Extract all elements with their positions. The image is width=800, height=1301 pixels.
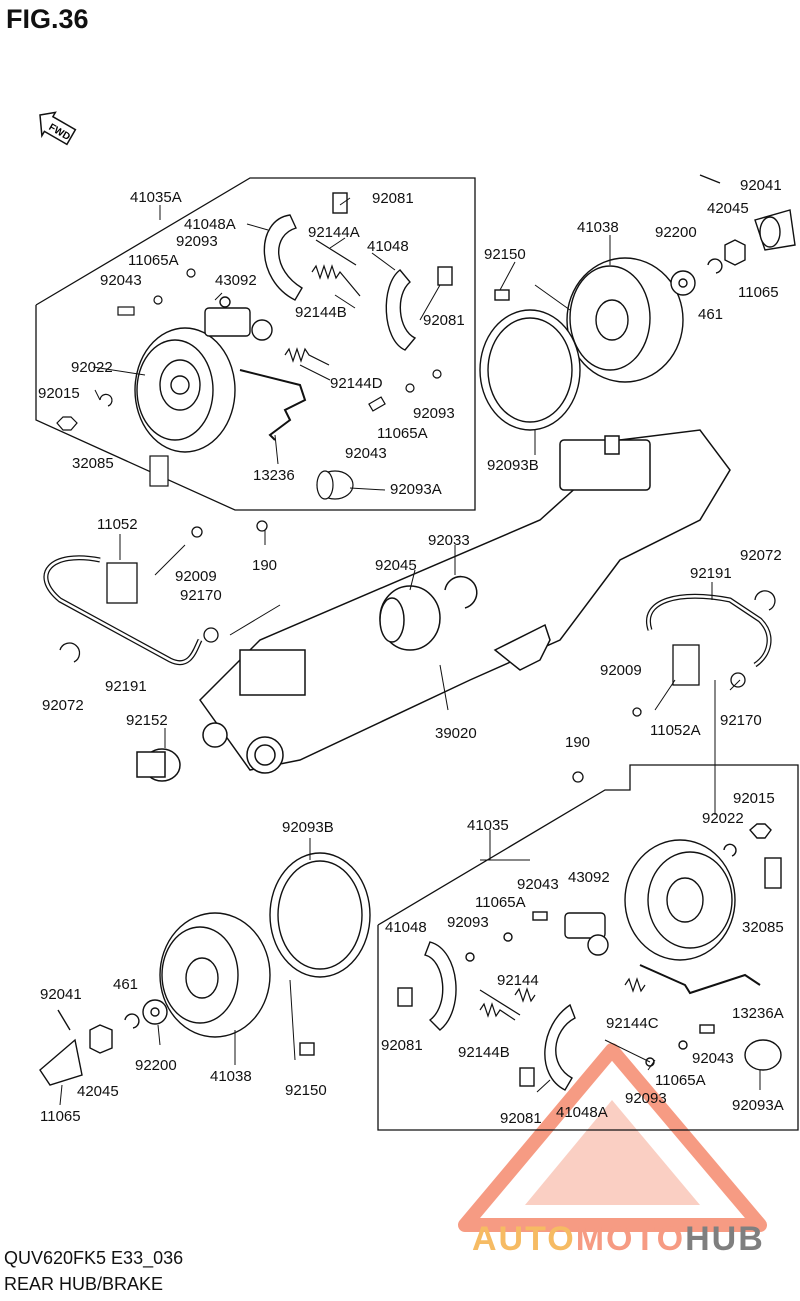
- label-32085-bot: 32085: [742, 919, 784, 936]
- label-11052: 11052: [97, 516, 138, 533]
- label-92150-top: 92150: [484, 246, 526, 263]
- label-92045: 92045: [375, 557, 417, 574]
- label-92043-bot2: 92043: [692, 1050, 734, 1067]
- label-92191-right: 92191: [690, 565, 732, 582]
- watermark-text-auto: AUTO: [472, 1220, 576, 1258]
- label-92150-bot: 92150: [285, 1082, 327, 1099]
- label-92081-bot1: 92081: [381, 1037, 423, 1054]
- lever-13236: [239, 369, 307, 441]
- label-41038-bot: 41038: [210, 1068, 252, 1085]
- label-13236: 13236: [253, 467, 295, 484]
- label-92093-top2: 92093: [413, 405, 455, 422]
- label-92093b-top: 92093B: [487, 457, 539, 474]
- label-92200-top: 92200: [655, 224, 697, 241]
- label-92041-top: 92041: [740, 177, 782, 194]
- label-92072-right: 92072: [740, 547, 782, 564]
- springs-right: [479, 964, 761, 1021]
- label-11065a-top2: 11065A: [377, 425, 428, 442]
- label-92170-right: 92170: [720, 712, 762, 729]
- label-92093a-bot: 92093A: [732, 1097, 784, 1114]
- label-92144d: 92144D: [330, 375, 383, 392]
- label-41035: 41035: [467, 817, 509, 834]
- label-32085-top: 32085: [72, 455, 114, 472]
- figure-title: FIG.36: [6, 4, 89, 34]
- label-92041-bot: 92041: [40, 986, 82, 1003]
- label-41048a-bot: 41048A: [556, 1104, 608, 1121]
- label-92191-left: 92191: [105, 678, 147, 695]
- label-11065-top: 11065: [738, 284, 779, 301]
- label-92144b-top: 92144B: [295, 304, 347, 321]
- label-92144c: 92144C: [606, 1015, 659, 1032]
- watermark-text-hub: HUB: [685, 1220, 765, 1258]
- brake-shoes-left: [263, 192, 453, 351]
- label-42045-top: 42045: [707, 200, 749, 217]
- label-11065a-bot2: 11065A: [655, 1072, 706, 1089]
- label-92144: 92144: [497, 972, 539, 989]
- watermark: AUTOMOTOHUB: [458, 1043, 767, 1258]
- model-code: QUV620FK5 E33_036: [4, 1248, 184, 1268]
- label-92015-bot: 92015: [733, 790, 775, 807]
- label-41048-top: 41048: [367, 238, 409, 255]
- brake-drum-right: [479, 174, 796, 431]
- section-name: REAR HUB/BRAKE: [4, 1274, 164, 1294]
- label-190-top: 190: [252, 557, 277, 574]
- watermark-triangle-icon: [458, 1043, 767, 1232]
- label-11065-bot: 11065: [40, 1108, 81, 1125]
- label-92152: 92152: [126, 712, 168, 729]
- label-92081-top1: 92081: [372, 190, 414, 207]
- label-461-top: 461: [698, 306, 723, 323]
- label-92022-bot: 92022: [702, 810, 744, 827]
- part-labels: 41035A 41048A 92093 11065A 92043 43092 9…: [38, 177, 784, 1127]
- axle-housing-39020: [136, 429, 731, 782]
- label-92144a: 92144A: [308, 224, 360, 241]
- small-parts-left: [56, 268, 442, 500]
- label-92200-bot: 92200: [135, 1057, 177, 1074]
- assembly-frame-41035a: [35, 177, 476, 511]
- springs-left: [284, 239, 361, 366]
- label-42045-bot: 42045: [77, 1083, 119, 1100]
- label-92009-left: 92009: [175, 568, 217, 585]
- label-92009-right: 92009: [600, 662, 642, 679]
- brake-panel-right: [397, 823, 782, 1091]
- arrow-left-icon: [39, 111, 77, 146]
- label-43092-top: 43092: [215, 272, 257, 289]
- label-11065a-top: 11065A: [128, 252, 179, 269]
- label-92081-top2: 92081: [423, 312, 465, 329]
- brake-panel-left: [134, 296, 273, 453]
- label-11065a-bot: 11065A: [475, 894, 526, 911]
- label-92093a-top: 92093A: [390, 481, 442, 498]
- fwd-direction-marker: FWD: [39, 111, 77, 146]
- assembly-frame-41035: [377, 764, 799, 1131]
- label-461-bot: 461: [113, 976, 138, 993]
- label-92033: 92033: [428, 532, 470, 549]
- label-92015-top: 92015: [38, 385, 80, 402]
- label-92093-bot2: 92093: [625, 1090, 667, 1107]
- label-41038-top: 41038: [577, 219, 619, 236]
- label-92072-left: 92072: [42, 697, 84, 714]
- label-92093-top: 92093: [176, 233, 218, 250]
- label-41035a: 41035A: [130, 189, 182, 206]
- label-41048a-top: 41048A: [184, 216, 236, 233]
- label-92170-left: 92170: [180, 587, 222, 604]
- label-13236a: 13236A: [732, 1005, 784, 1022]
- label-92093b-bot: 92093B: [282, 819, 334, 836]
- label-92144b-bot: 92144B: [458, 1044, 510, 1061]
- label-92043-top: 92043: [100, 272, 142, 289]
- label-43092-bot: 43092: [568, 869, 610, 886]
- label-92043-bot: 92043: [517, 876, 559, 893]
- label-39020: 39020: [435, 725, 477, 742]
- brake-drum-bottom: [39, 852, 371, 1086]
- cable-brackets: [59, 520, 776, 783]
- watermark-text-moto: MOTO: [576, 1220, 685, 1258]
- label-92022-top: 92022: [71, 359, 113, 376]
- label-11052a: 11052A: [650, 722, 701, 739]
- label-92043-top2: 92043: [345, 445, 387, 462]
- label-92093-bot: 92093: [447, 914, 489, 931]
- label-190-mid: 190: [565, 734, 590, 751]
- label-92081-bot2: 92081: [500, 1110, 542, 1127]
- svg-text:AUTOMOTOHUB: AUTOMOTOHUB: [472, 1220, 765, 1258]
- label-41048-bot: 41048: [385, 919, 427, 936]
- leader-lines: [59, 197, 761, 1106]
